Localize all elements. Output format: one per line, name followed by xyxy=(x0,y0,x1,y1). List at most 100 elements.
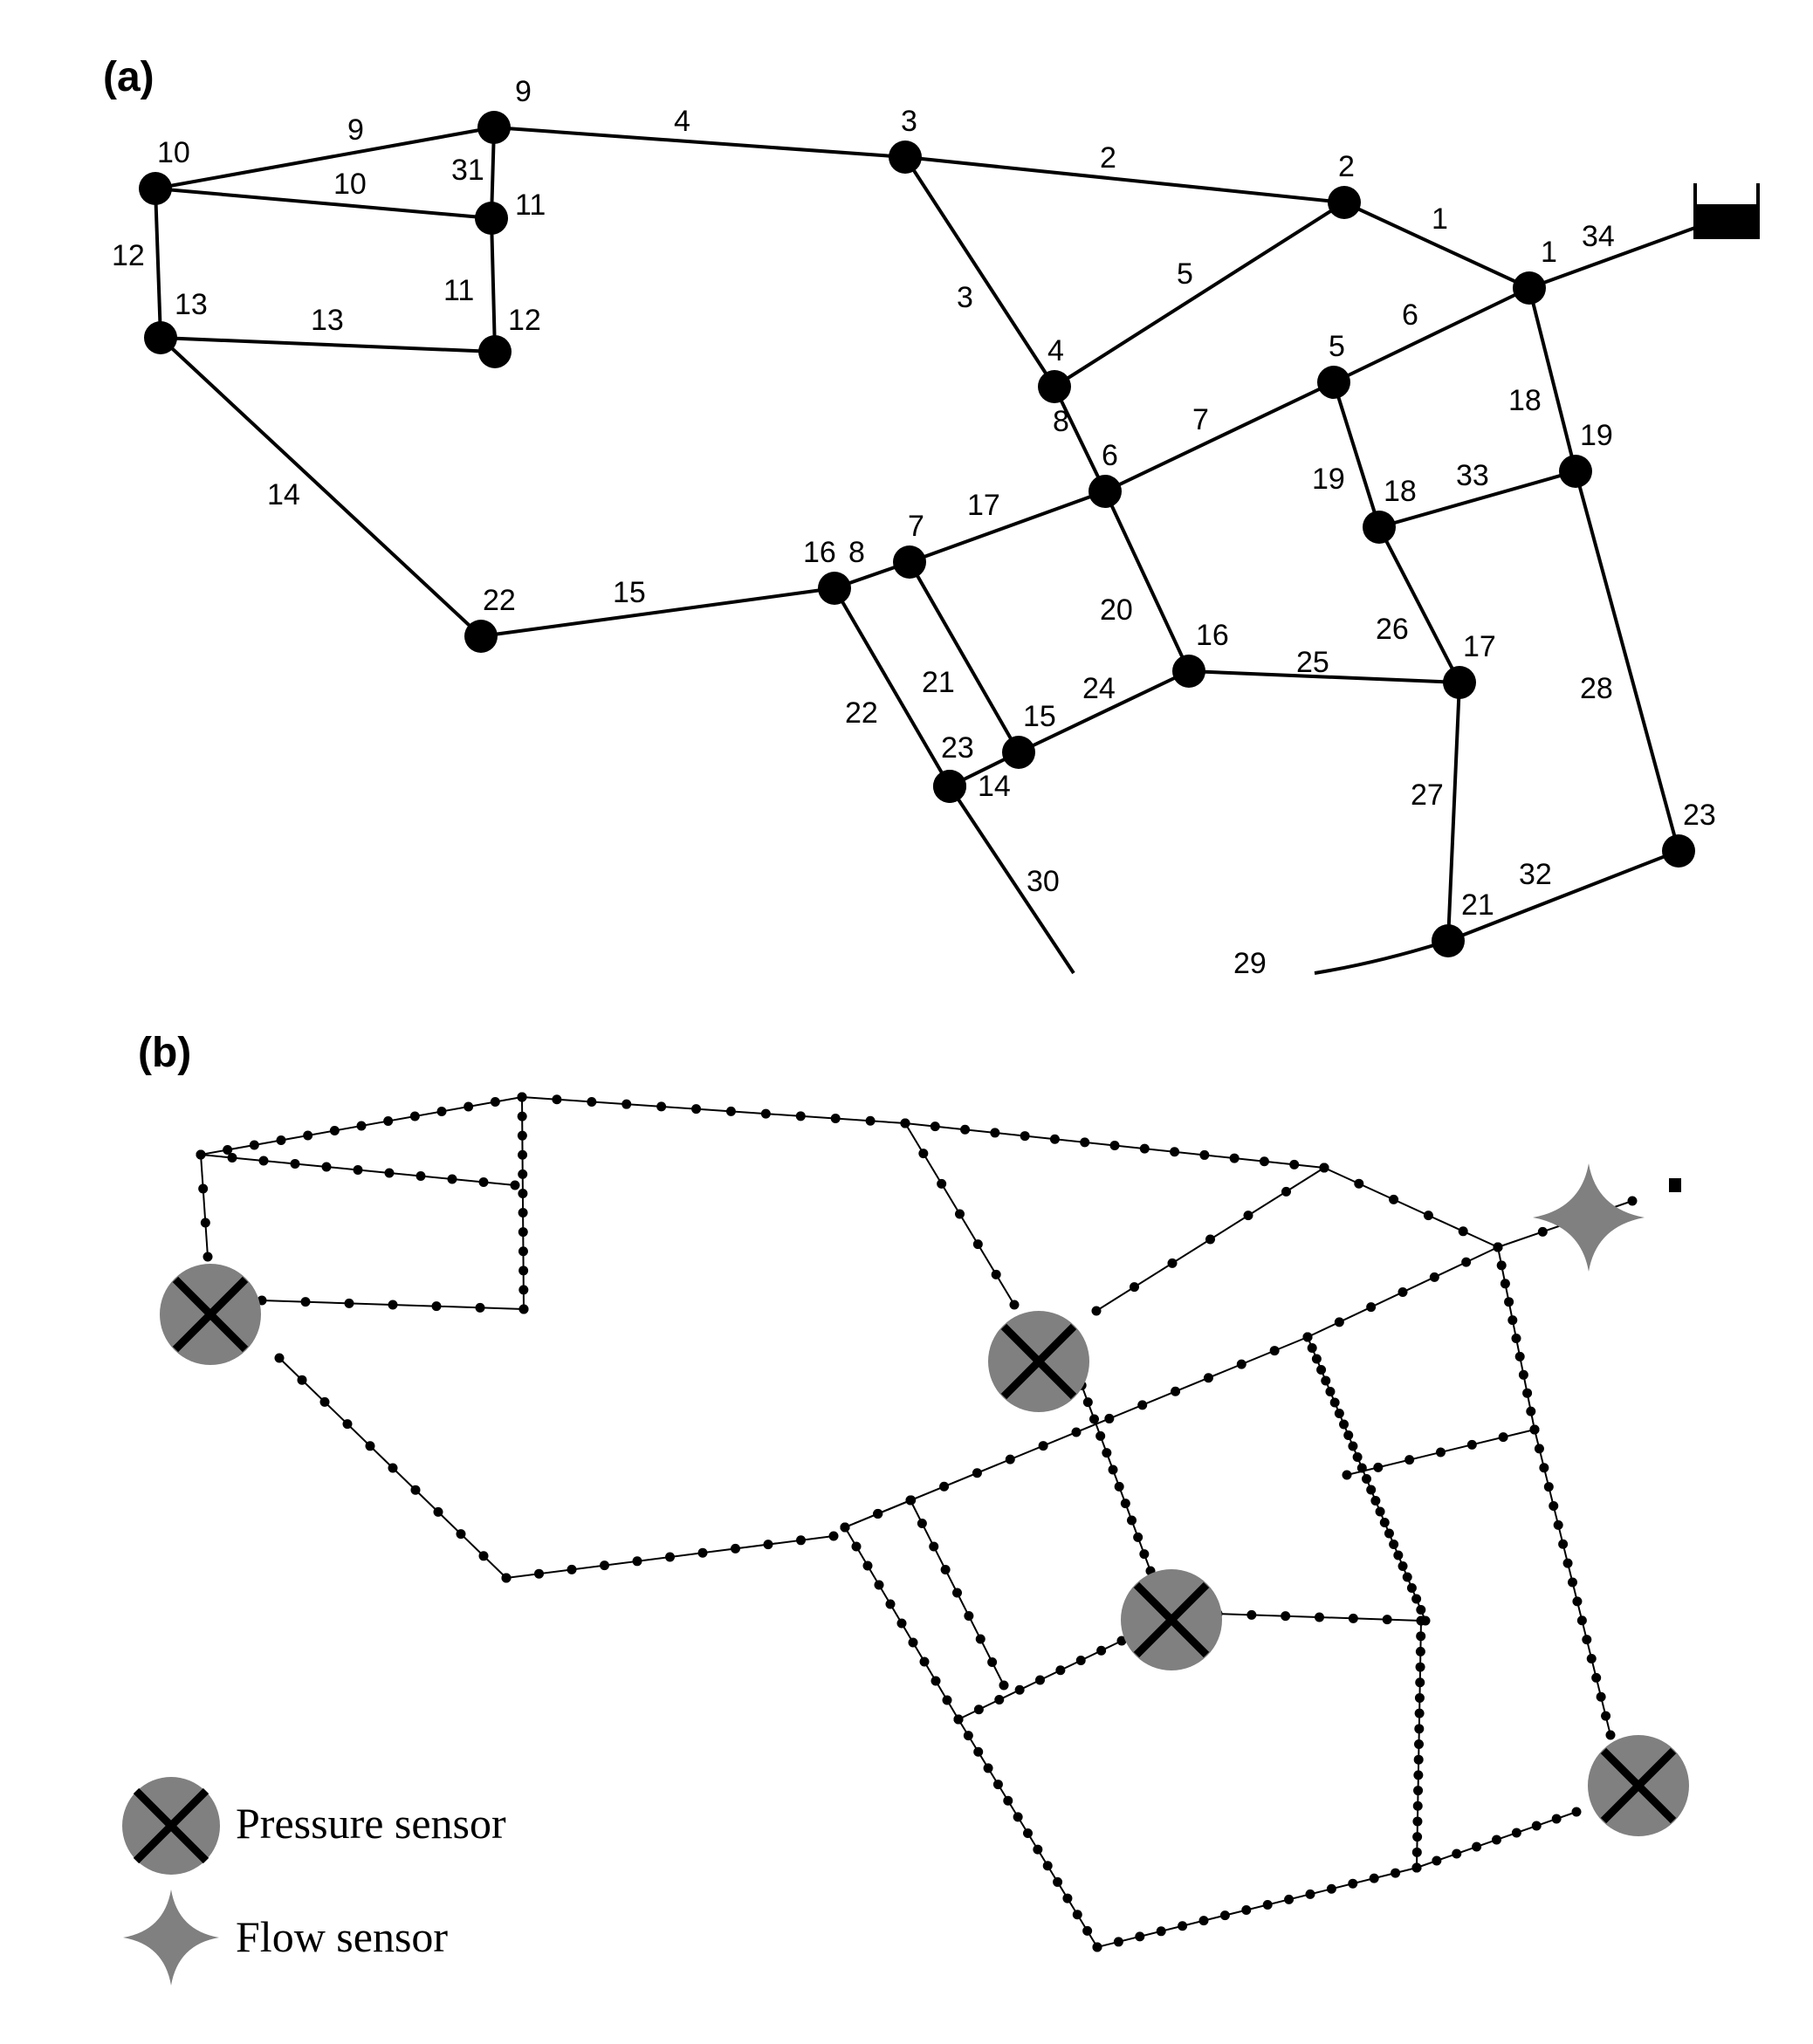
pipe-node-dot xyxy=(321,1162,332,1172)
pipe-node-dot xyxy=(1504,1297,1514,1307)
pipe-node-dot xyxy=(999,1680,1009,1691)
pipe-node-dot xyxy=(1511,1334,1521,1343)
reservoir-tank-icon xyxy=(1669,1178,1681,1192)
pipe-node-dot xyxy=(353,1165,363,1175)
pipe-label: 18 xyxy=(1508,384,1542,417)
node-label: 22 xyxy=(483,584,516,617)
pipe-node-dot xyxy=(972,1239,983,1250)
pipe-node-dot xyxy=(1412,1816,1423,1827)
pipe-node-dot xyxy=(552,1094,562,1105)
pipe-node-dot xyxy=(992,1780,1003,1790)
pipe-label: 17 xyxy=(967,489,1000,522)
pipe-node-dot xyxy=(517,1111,527,1121)
pipe-node-dot xyxy=(1472,1842,1482,1852)
pipe-node-dot xyxy=(1133,1532,1143,1542)
pipe-node-dot xyxy=(1075,1656,1086,1665)
pipe-node-dot xyxy=(1311,1354,1322,1364)
pipe-node-dot xyxy=(1042,1861,1053,1871)
pressure-sensor-icon xyxy=(160,1264,261,1365)
pipe-node-dot xyxy=(1171,1386,1181,1396)
pipe-node-dot xyxy=(1591,1672,1602,1683)
pipe-node-dot xyxy=(1493,1242,1503,1252)
pipe-node-dot xyxy=(1413,1754,1424,1765)
pipe-node-dot xyxy=(900,1118,910,1128)
pipe-node-dot xyxy=(1089,1414,1099,1424)
pipe-node-dot xyxy=(1411,1847,1422,1857)
pipe-node-dot xyxy=(918,1149,929,1159)
pipe-node-dot xyxy=(1082,1925,1093,1936)
pipe-node-dot xyxy=(763,1540,773,1550)
pipe-node-dot xyxy=(1326,1883,1336,1894)
node-label: 15 xyxy=(1023,700,1056,733)
node-label: 16 xyxy=(803,536,836,569)
pipe-node-dot xyxy=(1038,1441,1048,1451)
pipe-node-dot xyxy=(1526,1406,1536,1416)
node-label: 23 xyxy=(941,731,974,765)
pipe-7 xyxy=(1104,381,1335,493)
pipe-node-dot xyxy=(1393,1550,1404,1560)
pipe-node-dot xyxy=(1413,1770,1424,1780)
pipe-node-dot xyxy=(795,1111,806,1121)
pipe-18 xyxy=(1528,287,1577,472)
legend-flow-label: Flow sensor xyxy=(236,1912,448,1961)
pipe-9 xyxy=(155,126,495,190)
pipe-node-dot xyxy=(1023,1828,1033,1838)
pipe-node-dot xyxy=(1325,1387,1336,1396)
pipe-node-dot xyxy=(919,1656,930,1667)
legend: Pressure sensor Flow sensor xyxy=(122,1777,506,1986)
node-marker xyxy=(933,770,966,803)
pipe-14 xyxy=(159,336,483,638)
pipe-node-dot xyxy=(1109,1141,1120,1150)
pipe-label: 6 xyxy=(1402,298,1418,332)
pipe-node-dot xyxy=(303,1130,313,1141)
pipe-node-dot xyxy=(478,1177,489,1187)
pipe-node-dot xyxy=(1398,1287,1408,1297)
node-marker xyxy=(1038,370,1071,403)
pipe-node-dot xyxy=(518,1285,529,1295)
pipe-19 xyxy=(1332,381,1381,528)
pipe-node-dot xyxy=(1492,1835,1501,1845)
pipe-node-dot xyxy=(851,1541,862,1552)
pipe-node-dot xyxy=(1415,1646,1425,1656)
pipe-label: 2 xyxy=(1100,141,1116,175)
pipe-label: 29 xyxy=(1233,947,1267,980)
panel-a-pipes xyxy=(154,126,1703,975)
node-marker xyxy=(1328,186,1361,219)
pipe-node-dot xyxy=(517,1092,527,1102)
pipe-label: 20 xyxy=(1100,593,1133,627)
pipe-node-dot xyxy=(873,1509,882,1519)
pipe-label: 9 xyxy=(347,113,364,147)
pipe-node-dot xyxy=(940,1565,951,1574)
pipe-node-dot xyxy=(1139,1549,1150,1560)
pipe-node-dot xyxy=(1339,1419,1349,1430)
pipe-32 xyxy=(1447,849,1679,943)
pipe-node-dot xyxy=(510,1180,520,1190)
pipe-node-dot xyxy=(632,1556,642,1567)
pipe-node-dot xyxy=(329,1126,340,1135)
pipe-node-dot xyxy=(518,1169,528,1179)
pipe-node-dot xyxy=(929,1541,939,1552)
pipe-node-dot xyxy=(1384,1528,1394,1539)
pipe-29 xyxy=(1314,939,1449,975)
pipe-node-dot xyxy=(1102,1448,1112,1458)
pipe-node-dot xyxy=(937,1178,947,1189)
pipe-label: 5 xyxy=(1177,257,1193,291)
pipe-node-dot xyxy=(1529,1424,1540,1435)
pipe-node-dot xyxy=(885,1599,896,1609)
pipe-node-dot xyxy=(342,1419,353,1430)
pipe-node-dot xyxy=(1116,1636,1127,1646)
pipe-12 xyxy=(154,188,162,339)
node-marker xyxy=(144,321,177,354)
pipe-node-dot xyxy=(1415,1677,1425,1688)
pipe-node-dot xyxy=(1576,1615,1587,1626)
node-label: 7 xyxy=(908,510,924,543)
node-marker xyxy=(1088,475,1122,508)
node-marker xyxy=(818,572,851,605)
pipe-node-dot xyxy=(1596,1691,1606,1702)
pipe-node-dot xyxy=(1348,1441,1358,1451)
pipe-node-dot xyxy=(223,1145,233,1155)
pipe-node-dot xyxy=(939,1481,950,1492)
pipe-node-dot xyxy=(1156,1926,1166,1937)
pipe-node-dot xyxy=(1543,1482,1554,1492)
